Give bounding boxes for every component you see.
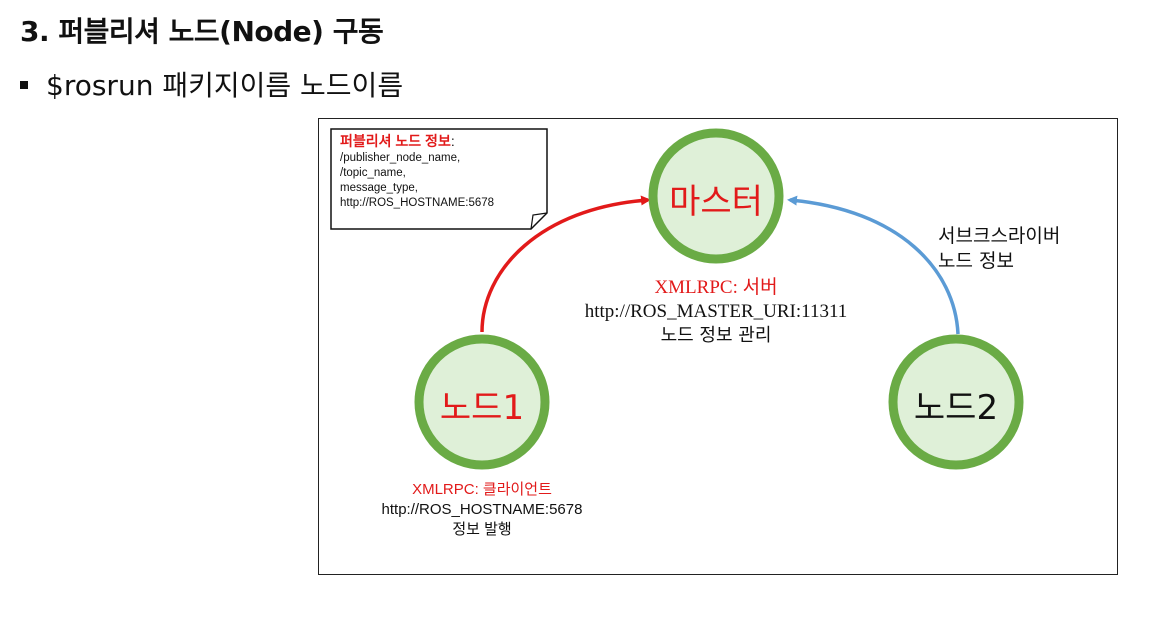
bullet-icon [20,81,28,89]
node2-circle [888,334,1024,470]
slide-title: 3. 퍼블리셔 노드(Node) 구동 [20,15,384,48]
note-colon: : [450,133,455,149]
node1-desc: 정보 발행 [452,521,512,538]
master-role: XMLRPC: 서버 [654,277,778,298]
note-line: /publisher_node_name, [340,152,461,164]
note-line: /topic_name, [340,167,406,179]
node1-uri: http://ROS_HOSTNAME:5678 [381,501,583,518]
publish-arrow [480,195,651,333]
diagram-frame [318,118,1118,575]
publisher-info-note: 퍼블리셔 노드 정보: /publisher_node_name, /topic… [330,128,548,230]
master-uri: http://ROS_MASTER_URI:11311 [584,301,848,322]
bullet-item: $rosrun 패키지이름 노드이름 [20,64,403,104]
subscriber-info-line2: 노드 정보 [938,250,1014,272]
node1-role: XMLRPC: 클라이언트 [412,481,552,498]
node1-circle [414,334,550,470]
note-line: message_type, [340,182,418,194]
bullet-text: $rosrun 패키지이름 노드이름 [46,69,404,102]
note-line: http://ROS_HOSTNAME:5678 [340,197,495,209]
node2-label: 노드2 [913,388,999,428]
note-shape [330,128,548,230]
node1-caption: XMLRPC: 클라이언트 http://ROS_HOSTNAME:5678 정… [352,480,612,540]
subscriber-info-text: 서브크스라이버 노드 정보 [938,224,1060,274]
master-node-label: 마스터 [669,182,763,222]
subscriber-info-line1: 서브크스라이버 [938,225,1061,247]
master-node-circle [648,128,784,264]
note-body: 퍼블리셔 노드 정보: /publisher_node_name, /topic… [340,134,545,211]
subscribe-arrow [787,195,960,335]
node1-label: 노드1 [439,388,525,428]
master-caption: XMLRPC: 서버 http://ROS_MASTER_URI:11311 노… [556,276,876,348]
master-desc: 노드 정보 관리 [660,325,772,346]
note-title: 퍼블리셔 노드 정보 [340,133,451,149]
